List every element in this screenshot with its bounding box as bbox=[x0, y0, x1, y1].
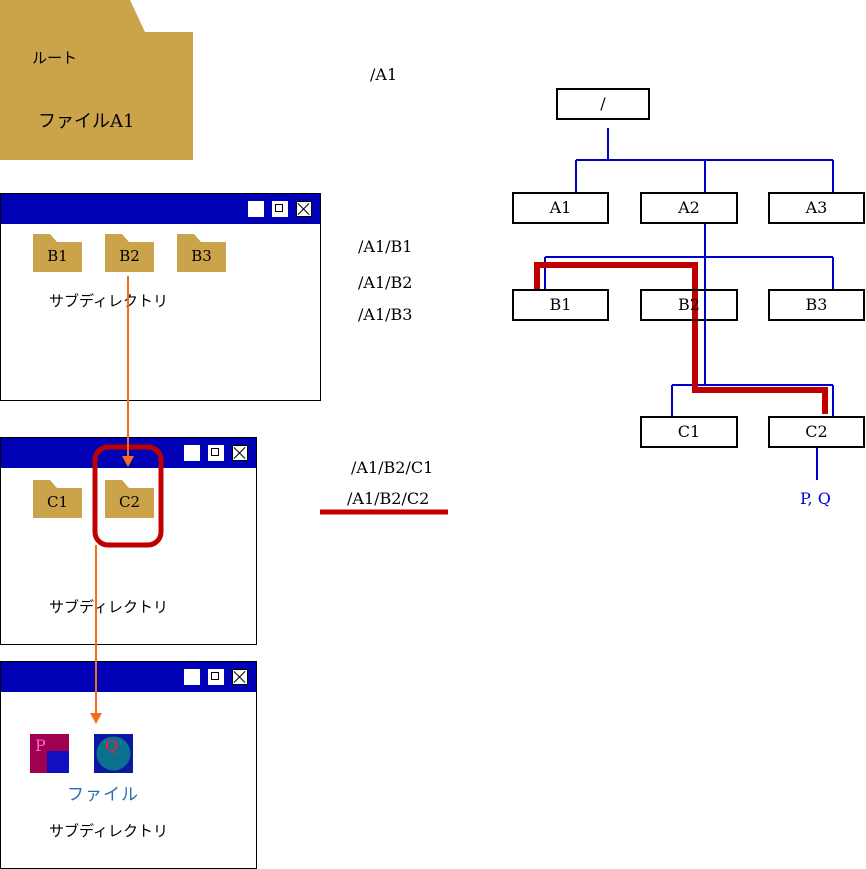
folder-label: C1 bbox=[46, 493, 69, 511]
file-icon-graphic bbox=[94, 734, 133, 773]
file-letter: Q bbox=[105, 736, 119, 755]
window-a1: B1 B2 B3 サブディレクトリ bbox=[0, 193, 321, 401]
file-letter: P bbox=[35, 736, 46, 755]
maximize-button[interactable] bbox=[272, 201, 288, 217]
maximize-button[interactable] bbox=[208, 445, 224, 461]
window-c2: P Q ファイル サブディレクトリ bbox=[0, 661, 257, 869]
subdirectory-label: サブディレクトリ bbox=[49, 598, 168, 616]
file-q-icon[interactable]: Q bbox=[94, 734, 133, 773]
root-file-label: ファイルA1 bbox=[38, 111, 135, 132]
folder-label: B2 bbox=[119, 247, 140, 265]
path-a1-b2-c1: /A1/B2/C1 bbox=[351, 458, 434, 477]
tree-node-b1[interactable]: B1 bbox=[512, 289, 609, 321]
close-button[interactable] bbox=[232, 669, 248, 685]
path-a1-b3: /A1/B3 bbox=[358, 305, 413, 324]
folder-b1[interactable]: B1 bbox=[33, 234, 82, 272]
minimize-button[interactable] bbox=[184, 669, 200, 685]
folder-icon bbox=[33, 234, 82, 272]
path-a1-b2: /A1/B2 bbox=[358, 273, 413, 292]
maximize-button[interactable] bbox=[208, 669, 224, 685]
folder-icon bbox=[33, 480, 82, 518]
window-titlebar[interactable] bbox=[1, 194, 320, 224]
tree-highlight-path bbox=[534, 262, 828, 414]
tree-node-c1[interactable]: C1 bbox=[640, 416, 738, 448]
close-button[interactable] bbox=[232, 445, 248, 461]
subdirectory-label: サブディレクトリ bbox=[49, 292, 168, 310]
path-a1-b1: /A1/B1 bbox=[358, 237, 413, 256]
root-folder-icon[interactable] bbox=[0, 0, 193, 160]
tree-node-root[interactable]: / bbox=[556, 88, 650, 120]
subdirectory-label: サブディレクトリ bbox=[49, 822, 168, 840]
path-a1-b2-c2: /A1/B2/C2 bbox=[347, 489, 430, 508]
window-b2: C1 C2 サブディレクトリ bbox=[0, 437, 257, 645]
window-titlebar[interactable] bbox=[1, 438, 256, 468]
tree-node-b2[interactable]: B2 bbox=[640, 289, 738, 321]
folder-icon bbox=[105, 234, 154, 272]
path-a1: /A1 bbox=[370, 65, 398, 84]
folder-label: B1 bbox=[47, 247, 68, 265]
file-label: ファイル bbox=[67, 785, 139, 805]
tree-node-b3[interactable]: B3 bbox=[768, 289, 865, 321]
tree-node-c2[interactable]: C2 bbox=[768, 416, 865, 448]
folder-c1[interactable]: C1 bbox=[33, 480, 82, 518]
root-folder-label: ルート bbox=[32, 49, 78, 67]
file-p-icon[interactable]: P bbox=[30, 734, 69, 773]
window-titlebar[interactable] bbox=[1, 662, 256, 692]
close-button[interactable] bbox=[296, 201, 312, 217]
file-icon-graphic bbox=[30, 734, 69, 773]
minimize-button[interactable] bbox=[184, 445, 200, 461]
minimize-button[interactable] bbox=[248, 201, 264, 217]
folder-b3[interactable]: B3 bbox=[177, 234, 226, 272]
tree-node-a3[interactable]: A3 bbox=[768, 192, 865, 224]
folder-label: C2 bbox=[118, 493, 141, 511]
tree-leaf-files: P, Q bbox=[800, 489, 831, 508]
tree-node-a2[interactable]: A2 bbox=[640, 192, 738, 224]
folder-icon bbox=[177, 234, 226, 272]
folder-c2[interactable]: C2 bbox=[105, 480, 154, 518]
tree-node-a1[interactable]: A1 bbox=[512, 192, 609, 224]
folder-b2[interactable]: B2 bbox=[105, 234, 154, 272]
folder-label: B3 bbox=[191, 247, 212, 265]
